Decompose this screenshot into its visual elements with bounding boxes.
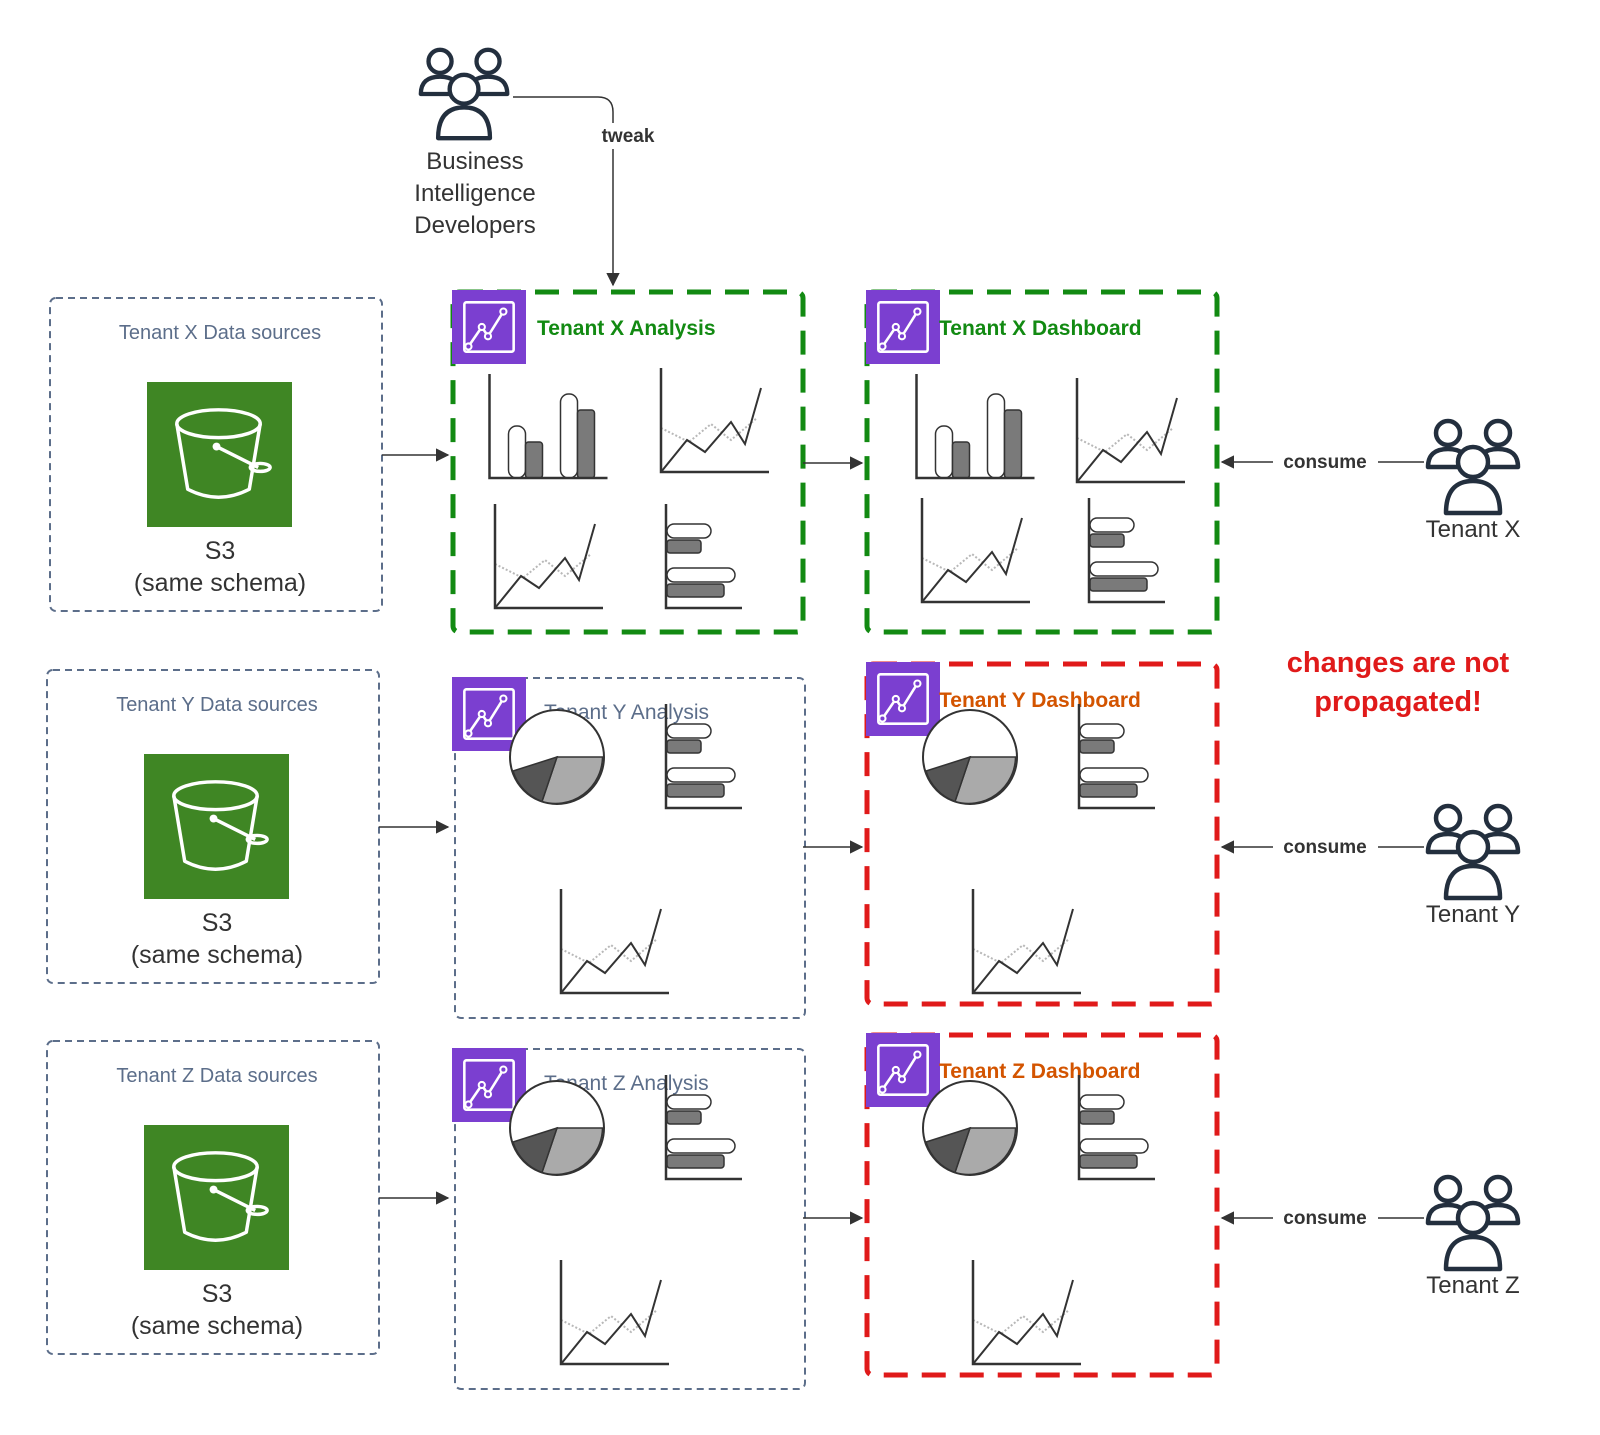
consume-label-bg (1273, 1203, 1378, 1229)
dashboard-label: Tenant X Dashboard (939, 317, 1142, 340)
quicksight-icon (866, 290, 940, 364)
data-sources-label: Tenant X Data sources (119, 322, 321, 344)
quicksight-icon (866, 662, 940, 736)
users-icon (1428, 806, 1518, 898)
pie-chart-thumbnail (509, 1080, 605, 1176)
s3-bucket-icon (144, 1125, 289, 1270)
consume-label: consume (1283, 837, 1366, 858)
consume-label: consume (1283, 1208, 1366, 1229)
line-chart-thumbnail (1075, 376, 1185, 484)
consume-label-bg (1273, 832, 1378, 858)
s3-sublabel: (same schema) (131, 941, 303, 969)
consume-label-bg (1273, 447, 1378, 473)
warning-line: changes are not (1287, 647, 1510, 679)
dashboard-box (864, 661, 1220, 1007)
horizontal-bar-chart-thumbnail (1077, 702, 1157, 810)
bar-chart-thumbnail (488, 372, 609, 480)
dashboard-label: Tenant Y Dashboard (939, 689, 1141, 712)
pie-chart-thumbnail (922, 709, 1018, 805)
pie-chart-thumbnail (922, 1080, 1018, 1176)
s3-label: S3 (205, 537, 236, 565)
data-sources-box (46, 1040, 380, 1355)
line-chart-thumbnail (659, 366, 769, 474)
bi-developers-label-line: Business (426, 148, 523, 175)
data-sources-label: Tenant Z Data sources (116, 1065, 317, 1087)
s3-bucket-icon (144, 754, 289, 899)
horizontal-bar-chart-thumbnail (1087, 496, 1167, 604)
users-icon (421, 50, 507, 138)
line-chart-thumbnail (971, 887, 1081, 995)
dashboard-box (864, 289, 1220, 635)
bar-chart-thumbnail (915, 372, 1036, 480)
warning-line: propagated! (1314, 686, 1482, 718)
analysis-box (454, 1048, 806, 1390)
bi-developers-label-line: Developers (414, 212, 535, 239)
tweak-arrow (513, 96, 620, 287)
tweak-label: tweak (602, 126, 655, 147)
users-icon (1428, 421, 1518, 513)
consume-label: consume (1283, 452, 1366, 473)
pie-chart-thumbnail (509, 709, 605, 805)
tenant-label: Tenant X (1426, 516, 1521, 543)
dashboard-label: Tenant Z Dashboard (939, 1060, 1140, 1083)
bi-developers-label-line: Intelligence (414, 180, 535, 207)
s3-bucket-icon (147, 382, 292, 527)
line-chart-thumbnail (920, 496, 1030, 604)
line-chart-thumbnail (559, 887, 669, 995)
changes-not-propagated-warning: changes are not propagated! (1287, 647, 1510, 718)
users-icon (1428, 1177, 1518, 1269)
data-sources-box (49, 297, 383, 612)
line-chart-thumbnail (493, 502, 603, 610)
horizontal-bar-chart-thumbnail (664, 502, 744, 610)
s3-sublabel: (same schema) (131, 1312, 303, 1340)
s3-label: S3 (202, 1280, 233, 1308)
tenant-label: Tenant Z (1426, 1272, 1519, 1299)
s3-sublabel: (same schema) (134, 569, 306, 597)
data-sources-box (46, 669, 380, 984)
data-sources-label: Tenant Y Data sources (116, 694, 318, 716)
tweak-label-bg (595, 123, 665, 149)
analysis-label: Tenant X Analysis (537, 317, 716, 340)
s3-label: S3 (202, 909, 233, 937)
quicksight-icon (452, 290, 526, 364)
analysis-box (450, 289, 806, 635)
quicksight-icon (866, 1033, 940, 1107)
analysis-box (454, 677, 806, 1019)
line-chart-thumbnail (559, 1258, 669, 1366)
horizontal-bar-chart-thumbnail (1077, 1073, 1157, 1181)
tenant-label: Tenant Y (1426, 901, 1520, 928)
line-chart-thumbnail (971, 1258, 1081, 1366)
dashboard-box (864, 1032, 1220, 1378)
